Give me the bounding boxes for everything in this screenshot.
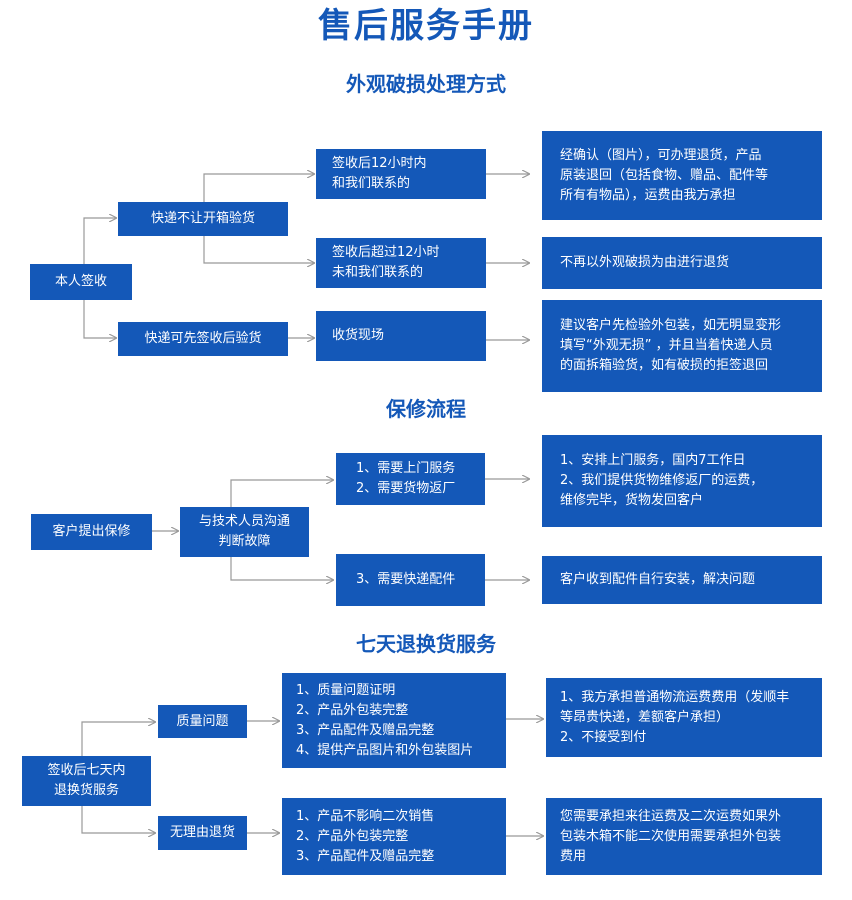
return-cond-a-node: 1、质量问题证明 2、产品外包装完整 3、产品配件及赠品完整 4、提供产品图片和… xyxy=(282,673,506,768)
damage-cond-b1-node: 收货现场 xyxy=(316,311,486,361)
repair-result-1-node: 1、安排上门服务，国内7工作日 2、我们提供货物维修返厂的运费， 维修完毕，货物… xyxy=(542,435,822,527)
damage-cond-a1-label: 签收后12小时内 和我们联系的 xyxy=(332,156,427,191)
repair-middle-node: 与技术人员沟通 判断故障 xyxy=(180,507,309,557)
repair-result-2-label: 客户收到配件自行安装，解决问题 xyxy=(560,572,756,587)
section-title-return: 七天退换货服务 xyxy=(356,632,496,656)
damage-branch-b-label: 快递可先签收后验货 xyxy=(144,331,262,346)
return-result-a-node: 1、我方承担普通物流运费费用（发顺丰 等昂贵快递，差额客户承担） 2、不接受到付 xyxy=(546,678,822,757)
damage-result-b1-node: 建议客户先检验外包装，如无明显变形 填写“外观无损” ，并且当着快递人员 的面拆… xyxy=(542,300,822,392)
repair-cond-2-label: 3、需要快递配件 xyxy=(356,572,456,587)
section-title-repair: 保修流程 xyxy=(386,397,466,421)
repair-cond-1-node: 1、需要上门服务 2、需要货物返厂 xyxy=(336,453,485,505)
return-root-node: 签收后七天内 退换货服务 xyxy=(22,756,151,806)
connector-root-to-branch-a xyxy=(83,218,116,264)
return-result-b-node: 您需要承担来往运费及二次运费如果外 包装木箱不能二次使用需要承担外包装 费用 xyxy=(546,798,822,875)
damage-result-b1-label: 建议客户先检验外包装，如无明显变形 填写“外观无损” ，并且当着快递人员 的面拆… xyxy=(560,318,782,373)
connector-branch-a-to-cond-a1 xyxy=(203,174,314,202)
return-cond-b-label: 1、产品不影响二次销售 2、产品外包装完整 3、产品配件及赠品完整 xyxy=(296,808,435,864)
damage-root-node: 本人签收 xyxy=(30,264,132,300)
connector-root-to-branch-a xyxy=(81,722,155,756)
connector-root-to-branch-b xyxy=(83,300,116,338)
damage-root-label: 本人签收 xyxy=(54,274,107,289)
connector-middle-to-cond-2 xyxy=(230,557,333,580)
damage-cond-a2-label: 签收后超过12小时 未和我们联系的 xyxy=(332,245,440,280)
return-branch-b-node: 无理由退货 xyxy=(158,816,247,850)
repair-middle-label: 与技术人员沟通 判断故障 xyxy=(198,514,290,549)
damage-branch-b-node: 快递可先签收后验货 xyxy=(118,322,288,356)
page-title: 售后服务手册 xyxy=(318,6,534,46)
damage-branch-a-node: 快递不让开箱验货 xyxy=(118,202,288,236)
return-cond-b-node: 1、产品不影响二次销售 2、产品外包装完整 3、产品配件及赠品完整 xyxy=(282,798,506,875)
section-title-damage: 外观破损处理方式 xyxy=(346,72,506,96)
return-result-b-label: 您需要承担来往运费及二次运费如果外 包装木箱不能二次使用需要承担外包装 费用 xyxy=(560,808,782,864)
damage-cond-b1-label: 收货现场 xyxy=(332,328,385,343)
damage-cond-a2-node: 签收后超过12小时 未和我们联系的 xyxy=(316,238,486,288)
damage-result-a2-label: 不再以外观破损为由进行退货 xyxy=(560,255,730,270)
return-cond-a-label: 1、质量问题证明 2、产品外包装完整 3、产品配件及赠品完整 4、提供产品图片和… xyxy=(296,682,474,758)
return-root-label: 签收后七天内 退换货服务 xyxy=(47,763,126,798)
connector-branch-a-to-cond-a2 xyxy=(203,236,314,263)
return-result-a-label: 1、我方承担普通物流运费费用（发顺丰 等昂贵快递，差额客户承担） 2、不接受到付 xyxy=(560,689,790,745)
return-branch-b-label: 无理由退货 xyxy=(169,825,235,840)
repair-cond-1-label: 1、需要上门服务 2、需要货物返厂 xyxy=(356,461,456,496)
return-branch-a-label: 质量问题 xyxy=(176,713,229,729)
damage-cond-a1-node: 签收后12小时内 和我们联系的 xyxy=(316,149,486,199)
repair-root-node: 客户提出保修 xyxy=(31,514,152,550)
repair-root-label: 客户提出保修 xyxy=(52,524,131,539)
connector-middle-to-cond-1 xyxy=(230,480,333,507)
damage-result-a1-label: 经确认（图片），可办理退货，产品 原装退回（包括食物、赠品、配件等 所有有物品）… xyxy=(560,147,769,203)
damage-branch-a-label: 快递不让开箱验货 xyxy=(150,211,255,226)
repair-cond-2-node: 3、需要快递配件 xyxy=(336,554,485,606)
damage-result-a1-node: 经确认（图片），可办理退货，产品 原装退回（包括食物、赠品、配件等 所有有物品）… xyxy=(542,131,822,220)
damage-result-a2-node: 不再以外观破损为由进行退货 xyxy=(542,237,822,289)
connector-root-to-branch-b xyxy=(81,806,155,833)
repair-result-1-label: 1、安排上门服务，国内7工作日 2、我们提供货物维修返厂的运费， 维修完毕，货物… xyxy=(560,453,764,508)
repair-result-2-node: 客户收到配件自行安装，解决问题 xyxy=(542,556,822,604)
return-branch-a-node: 质量问题 xyxy=(158,705,247,738)
